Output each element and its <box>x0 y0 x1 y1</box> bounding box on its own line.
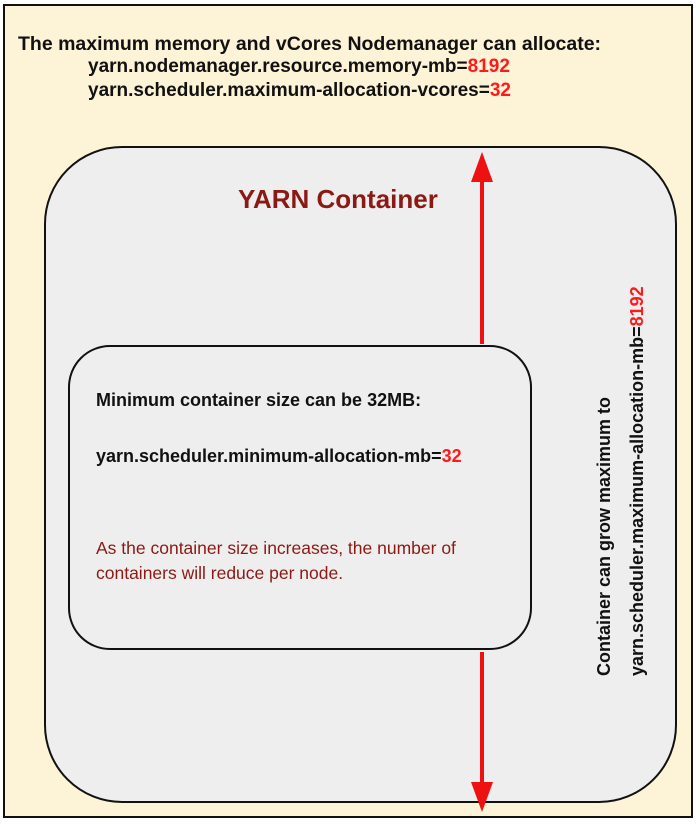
max-allocation-line2: yarn.scheduler.maximum-allocation-mb=819… <box>621 286 654 676</box>
max-allocation-line1: Container can grow maximum to <box>594 396 614 676</box>
min-allocation-value: 32 <box>441 446 462 466</box>
max-allocation-value: 8192 <box>627 286 647 327</box>
vcores-value: 32 <box>489 80 511 101</box>
memory-param-line: yarn.nodemanager.resource.memory-mb=8192 <box>88 56 510 78</box>
container-size-note: As the container size increases, the num… <box>96 538 456 583</box>
yarn-container-title: YARN Container <box>238 184 438 214</box>
max-allocation-label: Container can grow maximum to yarn.sched… <box>588 286 654 676</box>
min-allocation-param: yarn.scheduler.minimum-allocation-mb= <box>96 446 442 466</box>
vcores-param-line: yarn.scheduler.maximum-allocation-vcores… <box>88 80 511 102</box>
vcores-param: yarn.scheduler.maximum-allocation-vcores… <box>88 80 490 101</box>
memory-param: yarn.nodemanager.resource.memory-mb= <box>88 56 468 77</box>
min-container-box <box>68 345 532 650</box>
min-size-heading: Minimum container size can be 32MB: <box>96 390 422 410</box>
max-allocation-param: yarn.scheduler.maximum-allocation-mb= <box>627 326 647 676</box>
min-allocation-line: yarn.scheduler.minimum-allocation-mb=32 <box>96 446 462 467</box>
memory-value: 8192 <box>467 56 510 77</box>
header-title: The maximum memory and vCores Nodemanage… <box>18 33 602 55</box>
